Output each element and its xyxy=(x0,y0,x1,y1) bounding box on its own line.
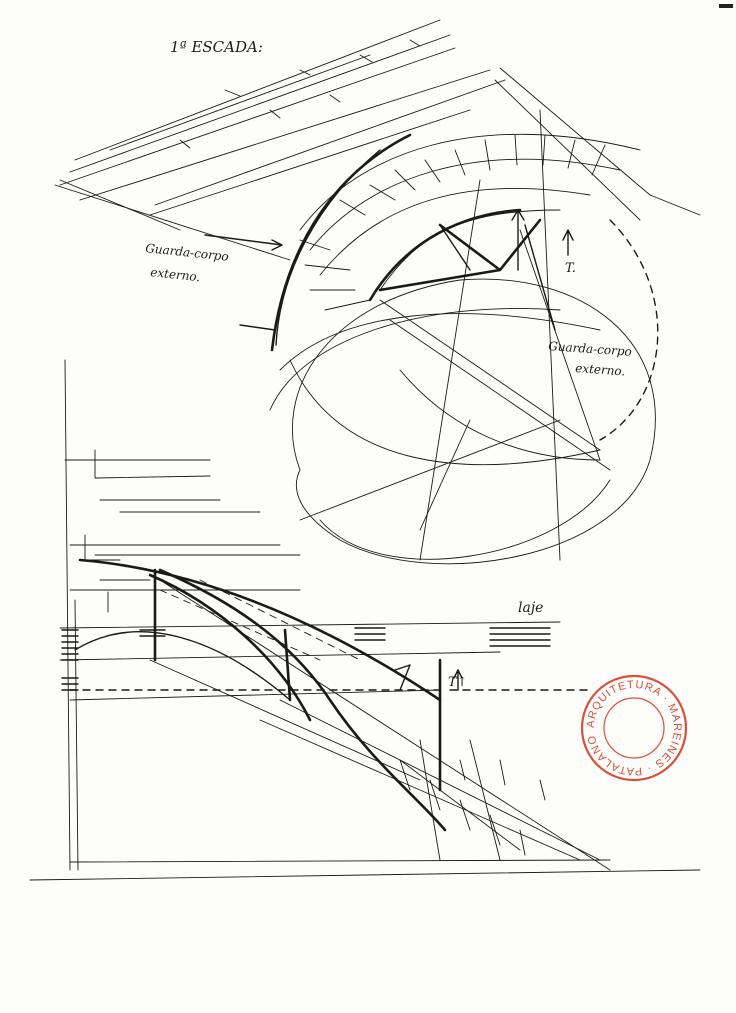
stair-elevation-drawing xyxy=(29,359,701,881)
marker-t-bottom: T↑ xyxy=(448,675,468,690)
note-guardrail-left-line1: Guarda-corpo xyxy=(145,241,230,264)
marker-t-top: T. xyxy=(565,261,576,276)
note-guardrail-right-line1: Guarda-corpo xyxy=(548,339,632,359)
corner-mark xyxy=(719,4,733,8)
note-guardrail-left-line2: externo. xyxy=(150,265,201,284)
office-stamp: ARQUITETURA · MAREINES · PATALANO · xyxy=(580,674,688,782)
sheet-title: 1ª ESCADA: xyxy=(170,38,263,56)
stair-plan-drawing xyxy=(54,19,701,565)
label-laje: laje xyxy=(518,600,543,616)
note-guardrail-right-line2: externo. xyxy=(575,361,626,378)
stamp-text: ARQUITETURA · MAREINES · PATALANO · xyxy=(585,679,683,777)
